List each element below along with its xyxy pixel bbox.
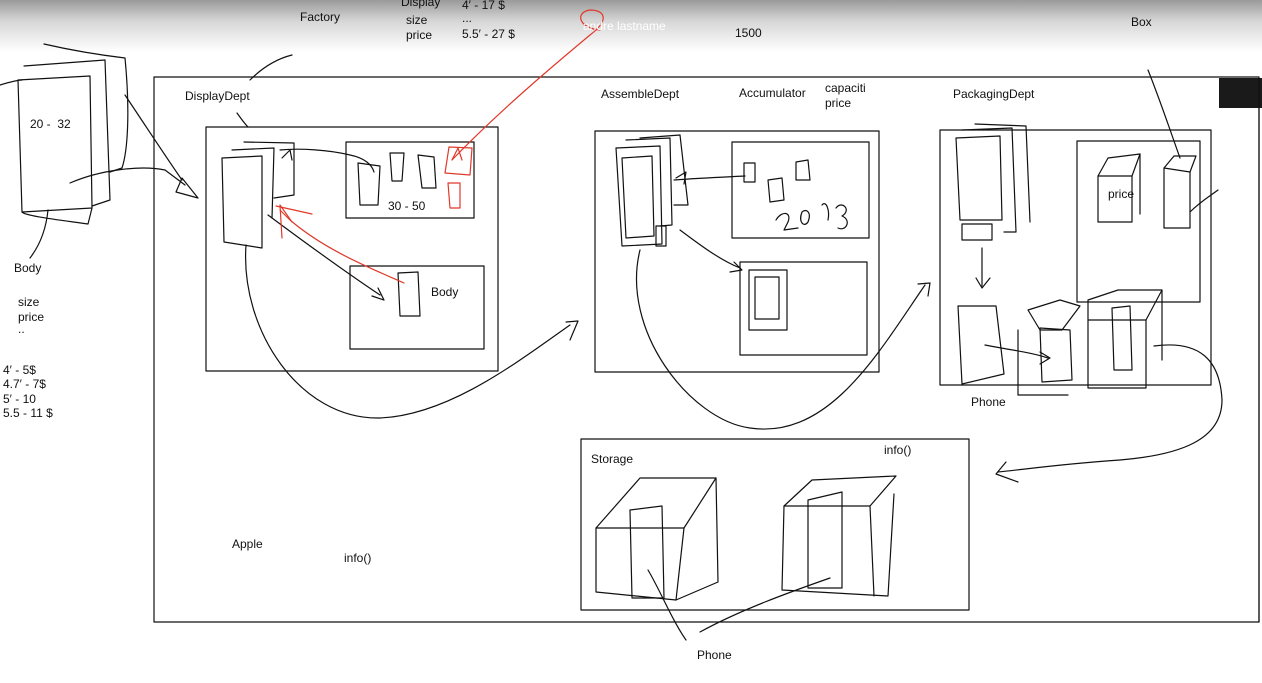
count-label: 1500 (735, 26, 762, 40)
left-price-row: 5.5 - 11 $ (3, 406, 53, 420)
capacity-label: capaciti (825, 81, 866, 95)
assembledept-box (594, 130, 880, 373)
apple-frame (153, 76, 1260, 623)
display-label: Display (401, 0, 441, 9)
accumulator-box (731, 141, 870, 239)
box-price-label: price (1108, 187, 1135, 201)
left-price-row: 5′ - 10 (3, 392, 36, 406)
display-size-label: size (406, 13, 428, 27)
displaydept-range: 30 - 50 (388, 199, 426, 213)
left-price-row: 4′ - 5$ (3, 363, 36, 377)
packaging-phone-label: Phone (971, 395, 1006, 409)
displaydept-body-label: Body (431, 285, 459, 299)
accumulator-label: Accumulator (739, 86, 806, 100)
left-size-label: size (18, 295, 40, 309)
assembledept-title: AssembleDept (601, 87, 680, 101)
displaydept-parts-box (345, 141, 475, 219)
display-price-dots: ... (462, 11, 473, 25)
packagingdept-title: PackagingDept (953, 87, 1035, 101)
displaydept-box (205, 126, 499, 372)
box-label: Box (1131, 15, 1152, 29)
author-label: andre lastname (583, 19, 666, 33)
storage-box (580, 438, 970, 611)
left-body-label: Body (14, 261, 42, 275)
display-price-2: 5.5′ - 27 $ (462, 27, 515, 41)
display-price-1: 4′ - 17 $ (462, 0, 505, 12)
left-dots: .. (18, 322, 25, 336)
accumulator-price-label: price (825, 96, 852, 110)
storage-title: Storage (591, 452, 634, 466)
storage-phone-label: Phone (697, 648, 732, 662)
displaydept-body-box (349, 265, 485, 350)
left-stack (17, 75, 93, 213)
corner-block (1219, 78, 1262, 108)
assemble-output-box (739, 261, 868, 356)
packagingdept-box (939, 129, 1212, 386)
factory-label: Factory (300, 10, 341, 24)
apple-info-label: info() (344, 551, 372, 565)
top-gradient-bar (0, 0, 1262, 52)
apple-title: Apple (232, 537, 263, 551)
stack-range: 20 - 32 (30, 117, 71, 131)
box-stock-box (1076, 140, 1201, 303)
displaydept-title: DisplayDept (185, 89, 250, 103)
left-price-row: 4.7′ - 7$ (3, 377, 46, 391)
display-price-label: price (406, 28, 433, 42)
storage-info-label: info() (884, 443, 912, 457)
left-price-label: price (18, 310, 45, 324)
